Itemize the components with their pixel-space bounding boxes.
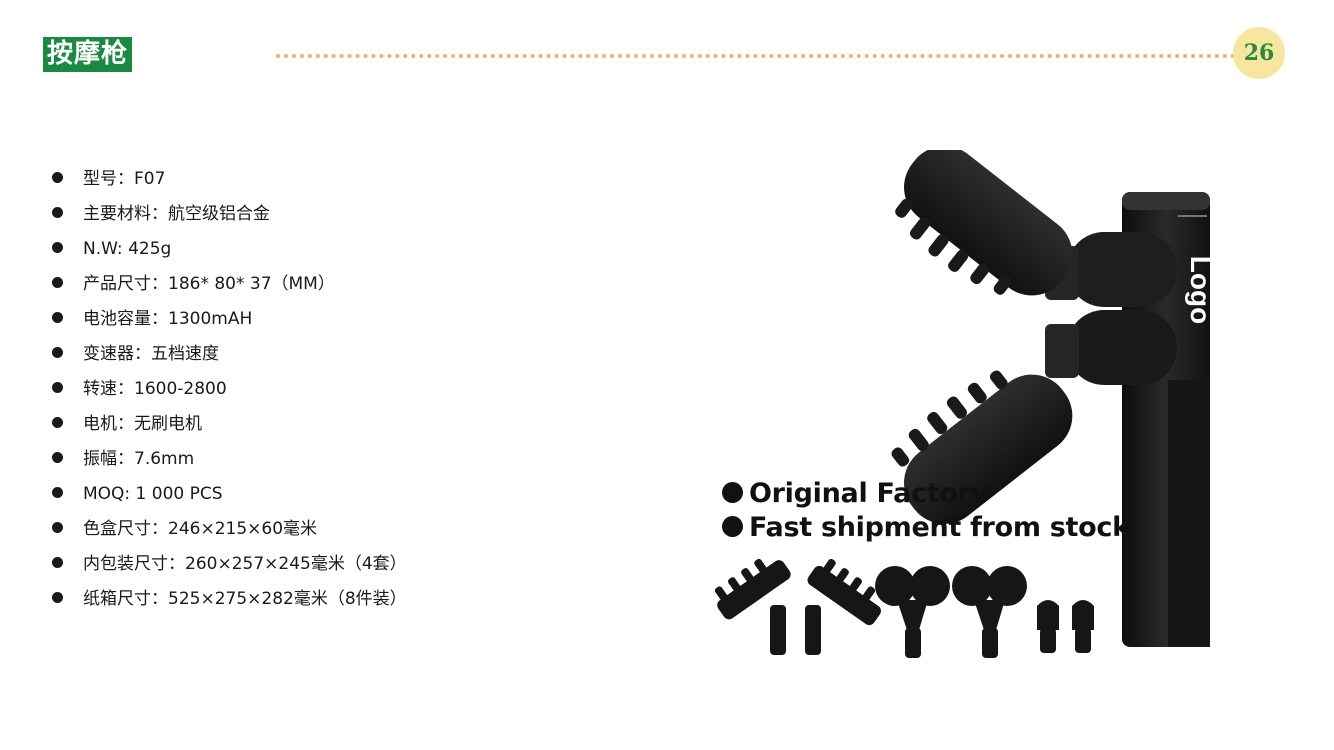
spec-item: 型号：F07 (52, 162, 407, 197)
spec-item: 电机：无刷电机 (52, 407, 407, 442)
spec-text: 电机：无刷电机 (83, 414, 202, 434)
spec-item: 色盒尺寸：246×215×60毫米 (52, 512, 407, 547)
attachment-heads (715, 558, 1094, 658)
spec-text: MOQ: 1 000 PCS (83, 484, 223, 504)
spec-item: 电池容量：1300mAH (52, 302, 407, 337)
bullet-icon (52, 556, 63, 568)
bullet-attachment (1037, 600, 1059, 653)
spec-item: 产品尺寸：186* 80* 37（MM） (52, 267, 407, 302)
page-number-badge: 26 (1233, 27, 1285, 79)
spec-text: 变速器：五档速度 (83, 344, 219, 364)
bullet-icon (52, 171, 63, 183)
bullet-icon (52, 521, 63, 533)
feature-text: Fast shipment from stock (749, 512, 1130, 543)
spec-text: N.W: 425g (83, 239, 172, 259)
dotted-divider (276, 54, 1236, 58)
lower-massage-head (891, 370, 1073, 524)
bullet-icon (52, 206, 63, 218)
feature-line-fast-shipment: Fast shipment from stock (722, 512, 1130, 543)
spec-text: 转速：1600-2800 (83, 379, 227, 399)
spec-text: 色盒尺寸：246×215×60毫米 (83, 519, 318, 539)
bullet-icon (52, 381, 63, 393)
spec-item: 振幅：7.6mm (52, 442, 407, 477)
upper-massage-head (895, 150, 1073, 296)
double-ball-attachment (875, 566, 950, 658)
bullet-icon (52, 451, 63, 463)
bullet-icon (52, 591, 63, 603)
feature-line-original-factory: Original Factory (722, 478, 988, 509)
spec-item: N.W: 425g (52, 232, 407, 267)
bullet-attachment (1072, 600, 1094, 653)
bullet-icon (52, 241, 63, 253)
spec-text: 主要材料：航空级铝合金 (83, 204, 270, 224)
feature-text: Original Factory (749, 478, 988, 509)
bullet-icon (52, 311, 63, 323)
bullet-icon (52, 486, 63, 498)
spec-text: 振幅：7.6mm (83, 449, 195, 469)
spec-list: 型号：F07 主要材料：航空级铝合金 N.W: 425g 产品尺寸：186* 8… (52, 162, 407, 617)
spec-item: 变速器：五档速度 (52, 337, 407, 372)
spec-item: MOQ: 1 000 PCS (52, 477, 407, 512)
spec-text: 型号：F07 (83, 169, 166, 189)
spec-text: 内包装尺寸：260×257×245毫米（4套） (83, 554, 407, 574)
massage-gun-illustration: Logo (715, 150, 1216, 658)
double-ball-attachment (952, 566, 1027, 658)
bullet-icon (52, 346, 63, 358)
comb-attachment (715, 558, 791, 620)
spec-item: 转速：1600-2800 (52, 372, 407, 407)
spec-text: 产品尺寸：186* 80* 37（MM） (83, 274, 335, 294)
bullet-icon (52, 416, 63, 428)
comb-attachment (807, 558, 881, 626)
bullet-icon (722, 516, 743, 537)
spec-item: 主要材料：航空级铝合金 (52, 197, 407, 232)
spec-item: 内包装尺寸：260×257×245毫米（4套） (52, 547, 407, 582)
spec-item: 纸箱尺寸：525×275×282毫米（8件装） (52, 582, 407, 617)
body-logo: Logo (1185, 256, 1216, 324)
bullet-icon (722, 482, 743, 503)
page-title: 按摩枪 (43, 37, 133, 72)
spec-text: 电池容量：1300mAH (83, 309, 253, 329)
spec-text: 纸箱尺寸：525×275×282毫米（8件装） (83, 589, 407, 609)
bullet-icon (52, 276, 63, 288)
